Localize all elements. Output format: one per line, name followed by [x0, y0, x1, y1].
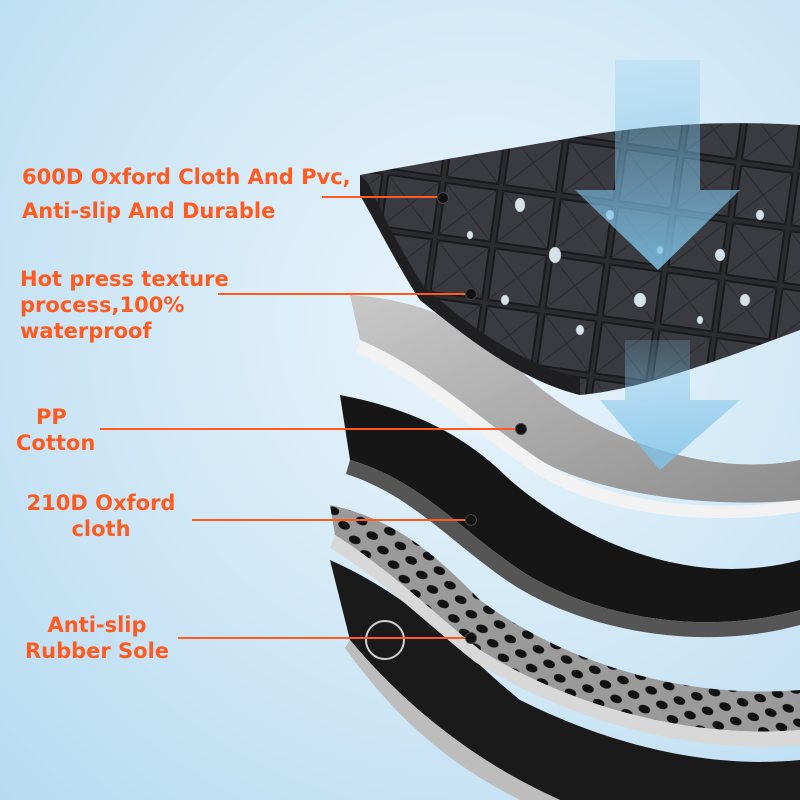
pp-cotton-layer: [350, 295, 800, 519]
leader-line-1: [322, 196, 442, 198]
label-line: Rubber Sole: [24, 639, 170, 663]
label-line: Anti-slip And Durable: [22, 199, 276, 223]
label-line: Cotton: [16, 431, 96, 455]
label-210d-oxford: 210D Oxford cloth: [22, 490, 180, 542]
bubble-icon: [365, 620, 405, 660]
leader-dot-5: [465, 632, 477, 644]
rubber-sole-layer: [330, 560, 800, 800]
label-line: 600D Oxford Cloth And Pvc,: [22, 165, 351, 189]
label-line: cloth: [71, 517, 131, 541]
honeycomb-layer: [330, 505, 800, 747]
label-line: 210D Oxford: [26, 491, 176, 515]
label-line: waterproof: [20, 319, 152, 343]
oxford-210d-layer: [340, 395, 800, 638]
leader-line-2: [218, 293, 470, 295]
label-600d-oxford: 600D Oxford Cloth And Pvc, Anti-slip And…: [22, 164, 351, 224]
leader-line-4: [192, 519, 470, 521]
water-drop-icon: [466, 197, 765, 336]
label-line: PP: [36, 405, 67, 429]
label-line: Hot press texture: [20, 267, 229, 291]
label-hot-press: Hot press texture process,100% waterproo…: [20, 266, 229, 344]
label-line: Anti-slip: [47, 613, 147, 637]
leader-dot-1: [437, 192, 449, 204]
label-pp-cotton: PP Cotton: [16, 404, 126, 456]
leader-dot-3: [515, 423, 527, 435]
leader-dot-2: [465, 288, 477, 300]
down-arrow-icon: [575, 60, 740, 470]
leader-dot-4: [465, 514, 477, 526]
label-rubber-sole: Anti-slip Rubber Sole: [22, 612, 172, 664]
leader-line-3: [100, 428, 520, 430]
leader-line-5: [178, 637, 468, 639]
label-line: process,100%: [20, 293, 185, 317]
